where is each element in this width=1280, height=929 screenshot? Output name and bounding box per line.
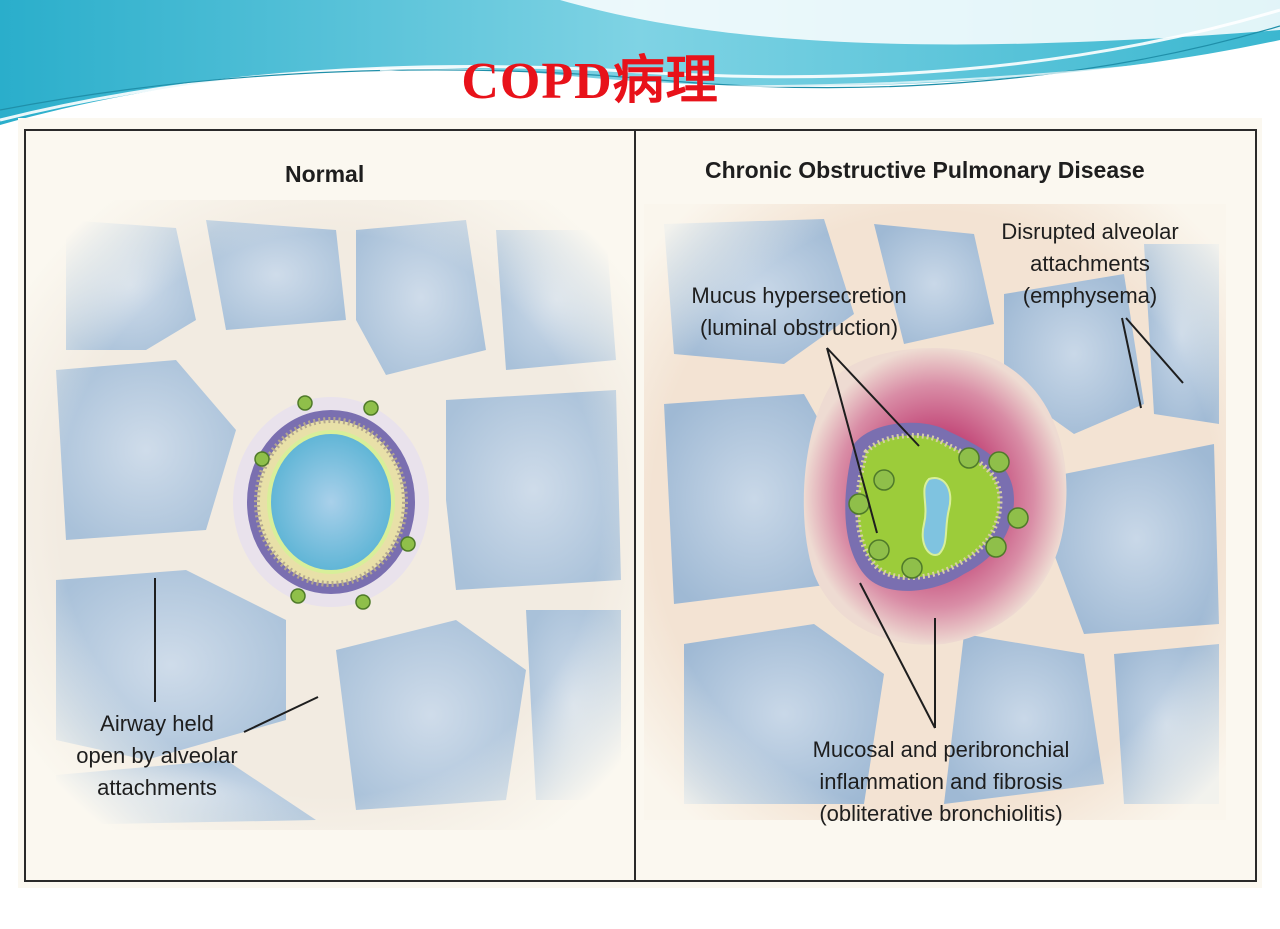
disrupted-attachments-label: Disrupted alveolar attachments (emphysem… — [980, 216, 1200, 312]
airway-label-line-2: open by alveolar — [76, 743, 238, 768]
inflammation-line-2: inflammation and fibrosis — [819, 769, 1063, 794]
slide-title: COPD病理 — [461, 53, 719, 110]
normal-panel-title: Normal — [285, 161, 365, 187]
mucus-hypersecretion-label: Mucus hypersecretion (luminal obstructio… — [670, 280, 928, 344]
panel-divider — [634, 129, 636, 882]
mucus-line-1: Mucus hypersecretion — [691, 283, 907, 308]
disrupted-line-1: Disrupted alveolar — [1001, 219, 1179, 244]
disrupted-line-2: attachments — [1030, 251, 1150, 276]
airway-label-line-3: attachments — [97, 775, 217, 800]
inflammation-line-3: (obliterative bronchiolitis) — [819, 801, 1063, 826]
airway-attachment-label: Airway held open by alveolar attachments — [56, 708, 258, 804]
inflammation-line-1: Mucosal and peribronchial — [812, 737, 1070, 762]
normal-airway-illustration — [26, 200, 634, 830]
copd-panel-title: Chronic Obstructive Pulmonary Disease — [705, 157, 1145, 183]
copd-airway-illustration — [644, 204, 1226, 820]
mucus-line-2: (luminal obstruction) — [699, 315, 899, 340]
disrupted-line-3: (emphysema) — [1022, 283, 1158, 308]
header-banner — [0, 0, 1280, 125]
inflammation-fibrosis-label: Mucosal and peribronchial inflammation a… — [782, 734, 1100, 830]
figure-frame — [24, 129, 1257, 882]
airway-label-line-1: Airway held — [100, 711, 214, 736]
